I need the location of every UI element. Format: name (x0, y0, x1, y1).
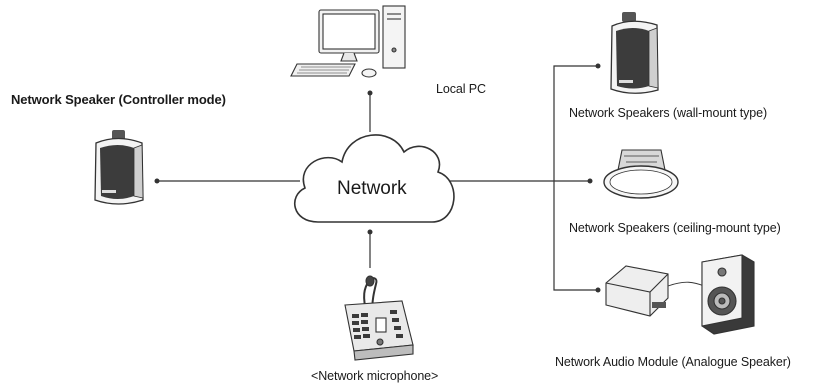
audio-module-icon (605, 265, 705, 317)
line-bus (553, 65, 598, 291)
network-label: Network (337, 178, 407, 199)
connection-lines (157, 65, 598, 291)
local-pc-icon (290, 5, 406, 78)
network-microphone-icon (344, 275, 414, 361)
ceiling-speaker-icon (603, 149, 679, 199)
network-cloud-icon (294, 134, 455, 223)
microphone-label: <Network microphone> (311, 369, 439, 383)
audio-module-label: Network Audio Module (Analogue Speaker) (555, 355, 791, 369)
wall-mount-label: Network Speakers (wall-mount type) (569, 106, 768, 120)
controller-speaker-icon (94, 130, 144, 205)
wall-speaker-icon (610, 12, 659, 94)
connection-dots (154, 63, 601, 293)
local-pc-label: Local PC (436, 82, 486, 96)
analogue-speaker-icon (701, 254, 755, 335)
controller-label: Network Speaker (Controller mode) (11, 92, 226, 107)
ceiling-mount-label: Network Speakers (ceiling-mount type) (569, 221, 781, 235)
